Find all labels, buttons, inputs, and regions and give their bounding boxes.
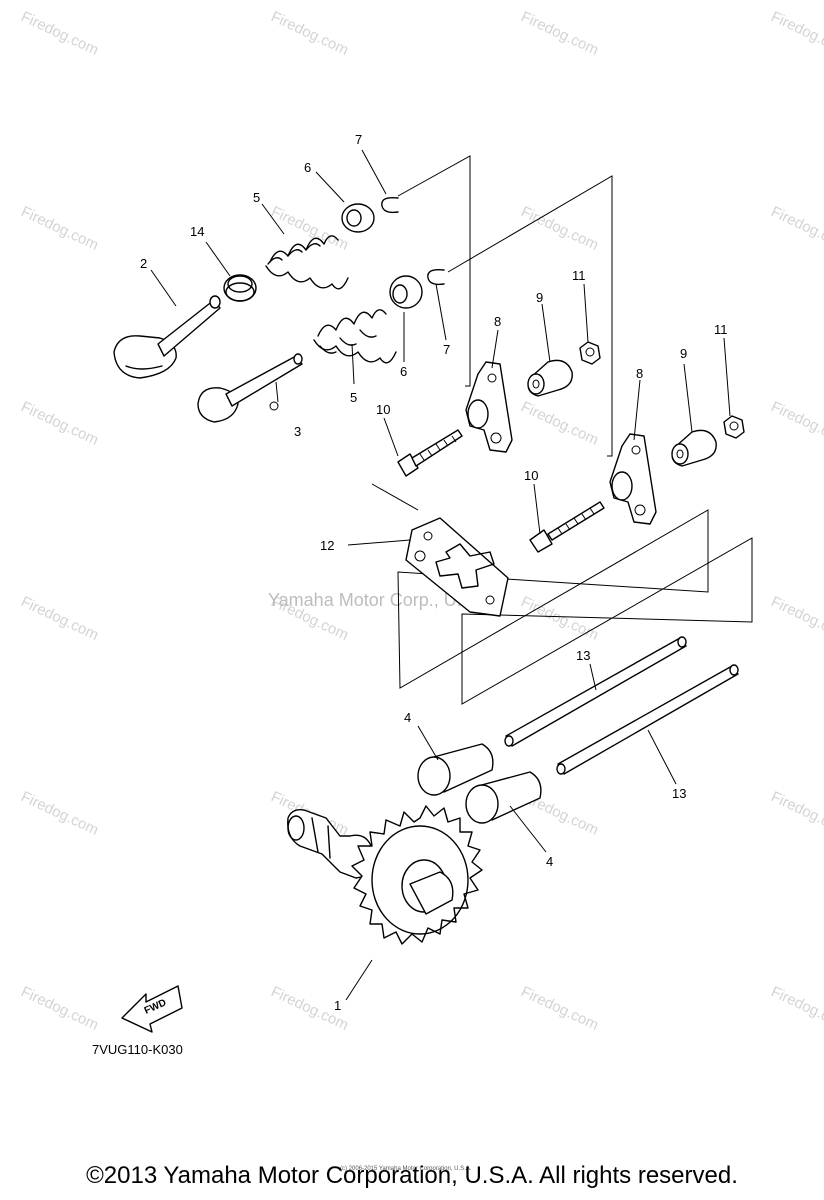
callout-8: 8 — [636, 366, 643, 381]
callout-13: 13 — [576, 648, 590, 663]
watermark: Firedog.com — [768, 203, 824, 254]
callout-8: 8 — [494, 314, 501, 329]
center-watermark: Yamaha Motor Corp., U.S.A. — [268, 590, 496, 610]
watermark: Firedog.com — [768, 983, 824, 1034]
rocker-pivot-left — [527, 359, 573, 397]
spring-retainer-upper — [341, 203, 375, 233]
callout-3: 3 — [294, 424, 301, 439]
rocker-stud-left — [397, 429, 463, 477]
valve-lifter-lower — [465, 771, 542, 824]
valve-lifter-upper — [417, 743, 494, 796]
valve-cotter-lower — [427, 268, 445, 286]
callout-5: 5 — [350, 390, 357, 405]
watermark: Firedog.com — [768, 788, 824, 839]
forward-arrow: FWD — [121, 985, 183, 1033]
callout-10: 10 — [524, 468, 538, 483]
watermark: Firedog.com — [518, 8, 601, 59]
callout-11: 11 — [572, 268, 586, 283]
rocker-arm-left — [465, 361, 513, 453]
watermark: Firedog.com — [18, 788, 101, 839]
guide-plate — [405, 517, 509, 617]
watermark: Firedog.com — [518, 593, 601, 644]
watermark: Firedog.com — [518, 203, 601, 254]
watermark: Firedog.com — [768, 398, 824, 449]
valve-upper — [113, 295, 221, 379]
callout-12: 12 — [320, 538, 334, 553]
callout-7: 7 — [355, 132, 362, 147]
alignment-lines — [371, 155, 753, 705]
copyright-notice: ©2013 Yamaha Motor Corporation, U.S.A. A… — [86, 1162, 738, 1189]
tiny-credit: (c) 2006-2015 Yamaha Motor Corporation, … — [340, 1166, 472, 1172]
push-rod-upper — [504, 636, 687, 747]
valve-lower — [197, 353, 303, 423]
callout-11: 11 — [714, 322, 728, 337]
callout-6: 6 — [304, 160, 311, 175]
watermark: Firedog.com — [18, 8, 101, 59]
valve-cotter-upper — [381, 196, 399, 214]
watermark: Firedog.com — [268, 8, 351, 59]
nut-right — [723, 415, 745, 439]
valve-spring-lower — [313, 309, 397, 364]
watermark: Firedog.com — [768, 8, 824, 59]
callout-9: 9 — [536, 290, 543, 305]
callout-1: 1 — [334, 998, 341, 1013]
watermark: Firedog.com — [18, 203, 101, 254]
watermark: Firedog.com — [518, 983, 601, 1034]
callout-10: 10 — [376, 402, 390, 417]
callout-2: 2 — [140, 256, 147, 271]
callout-13: 13 — [672, 786, 686, 801]
callout-5: 5 — [253, 190, 260, 205]
leader-lines — [150, 149, 731, 1001]
callout-9: 9 — [680, 346, 687, 361]
nut-left — [579, 341, 601, 365]
valve-stem-seal — [223, 274, 257, 302]
rocker-pivot-right — [671, 429, 717, 467]
callout-14: 14 — [190, 224, 204, 239]
camshaft — [287, 805, 483, 945]
push-rod-lower — [556, 664, 739, 775]
watermark: Firedog.com — [518, 398, 601, 449]
valve-spring-upper — [265, 235, 349, 290]
watermark: Firedog.com — [768, 593, 824, 644]
callout-6: 6 — [400, 364, 407, 379]
callout-7: 7 — [443, 342, 450, 357]
rocker-stud-right — [529, 501, 605, 553]
spring-retainer-lower — [389, 275, 423, 309]
watermark: Firedog.com — [18, 398, 101, 449]
callout-4: 4 — [546, 854, 553, 869]
callout-4: 4 — [404, 710, 411, 725]
callout-labels: 1 2 3 4 4 5 5 6 6 7 7 8 8 9 9 10 10 11 1… — [140, 132, 728, 1013]
diagram-code: 7VUG110-K030 — [92, 1042, 183, 1057]
watermark: Firedog.com — [18, 983, 101, 1034]
rocker-arm-right — [609, 433, 657, 525]
watermark: Firedog.com — [18, 593, 101, 644]
